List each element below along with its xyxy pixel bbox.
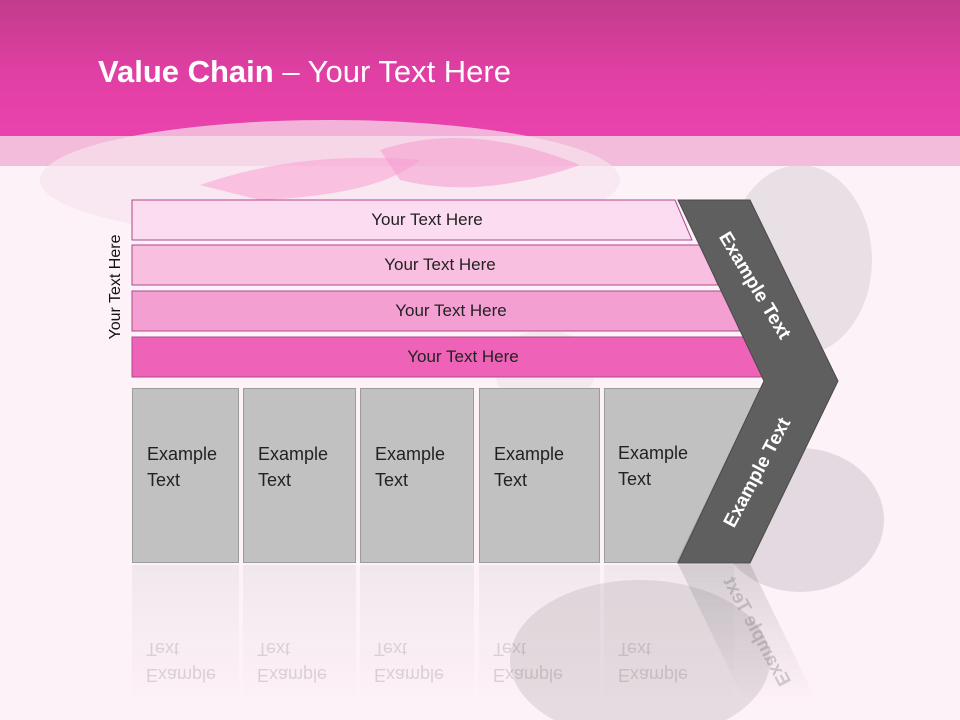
box-2-line2: Text: [258, 470, 292, 490]
slide-title: Value Chain – Your Text Here: [98, 54, 511, 90]
box-5-line2: Text: [618, 469, 652, 489]
title-bold: Value Chain: [98, 54, 274, 89]
header-bar: [0, 0, 960, 136]
box-5-line1: Example: [618, 443, 689, 463]
box-1-line1: Example: [147, 444, 218, 464]
activity-box-2: Example Text: [243, 388, 356, 563]
box-3-line2: Text: [375, 470, 409, 490]
band-1: Your Text Here: [132, 200, 692, 240]
chevron-reflection: [678, 564, 816, 700]
box-3-line1: Example: [375, 444, 446, 464]
band-2: Your Text Here: [132, 245, 718, 285]
band-4: Your Text Here: [132, 337, 764, 377]
activity-box-5: Example Text: [604, 388, 762, 563]
box-1-line2: Text: [147, 470, 181, 490]
band-4-label: Your Text Here: [407, 347, 519, 366]
activity-box-3: Example Text: [360, 388, 474, 563]
activity-box-4: Example Text: [479, 388, 600, 563]
box-4-line1: Example: [494, 444, 565, 464]
box-5-shape: [604, 388, 762, 563]
box-2-line1: Example: [258, 444, 329, 464]
box-4-line2: Text: [494, 470, 528, 490]
activity-box-1: Example Text: [132, 388, 239, 563]
band-3: Your Text Here: [132, 291, 740, 331]
band-3-label: Your Text Here: [395, 301, 507, 320]
band-2-label: Your Text Here: [384, 255, 496, 274]
title-rest: – Your Text Here: [273, 54, 511, 89]
band-1-label: Your Text Here: [371, 210, 483, 229]
margin-chevron: [677, 199, 839, 564]
